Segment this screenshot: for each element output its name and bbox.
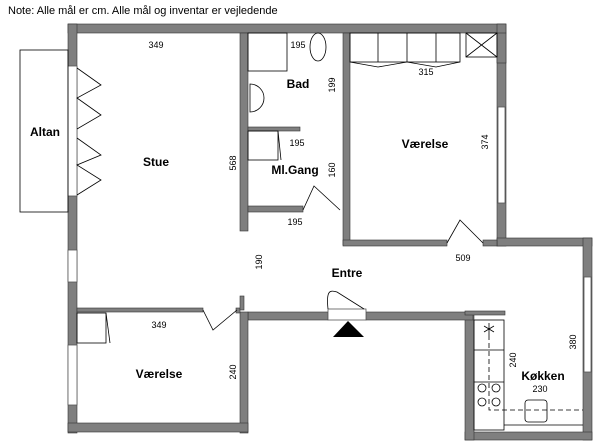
note-text: Note: Alle mål er cm. Alle mål og invent… bbox=[8, 5, 278, 17]
bad-width: 195 bbox=[290, 40, 306, 50]
kokken-length: 380 bbox=[568, 334, 578, 350]
gang-width-top: 195 bbox=[289, 138, 305, 148]
gang-width-bottom: 195 bbox=[287, 217, 303, 227]
room-label-vaerelse1: Værelse bbox=[401, 137, 449, 151]
room-label-entre: Entre bbox=[331, 266, 363, 280]
stue-length: 568 bbox=[228, 155, 238, 171]
bad-length: 199 bbox=[327, 77, 337, 93]
vaerelse2-width: 349 bbox=[151, 320, 167, 330]
room-label-bad: Bad bbox=[286, 77, 310, 91]
windows bbox=[67, 65, 592, 406]
kokken-width: 230 bbox=[532, 384, 548, 394]
room-label-stue: Stue bbox=[142, 155, 170, 169]
room-label-altan: Altan bbox=[30, 125, 60, 139]
room-label-vaerelse2: Værelse bbox=[135, 367, 183, 381]
fixtures bbox=[19, 32, 583, 431]
stue-width: 349 bbox=[148, 40, 164, 50]
gang-length: 160 bbox=[327, 162, 337, 178]
vaerelse2-length: 240 bbox=[228, 364, 238, 380]
vaerelse1-width: 315 bbox=[418, 67, 434, 77]
vaerelse1-length: 374 bbox=[480, 134, 490, 150]
entre-length: 509 bbox=[455, 253, 471, 263]
room-label-gang: Ml.Gang bbox=[271, 163, 319, 177]
kokken-counter: 240 bbox=[508, 352, 518, 368]
room-label-kokken: Køkken bbox=[521, 369, 565, 383]
entre-width: 190 bbox=[254, 254, 264, 270]
entrance-arrow-icon bbox=[333, 321, 364, 337]
